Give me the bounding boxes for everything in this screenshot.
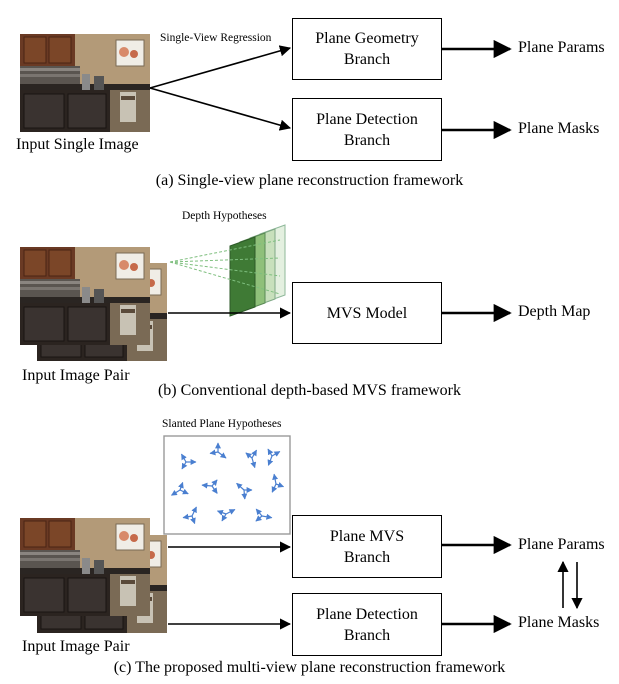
caption-b: (b) Conventional depth-based MVS framewo… [157,382,462,399]
slanted-plane-tripod [255,508,273,522]
plane-geometry-branch-box: Plane Geometry Branch [292,18,442,80]
slanted-plane-tripod [182,506,197,525]
depth-hypotheses-planes [169,224,286,317]
plane-detection-branch-box-c: Plane Detection Branch [292,593,442,656]
slanted-plane-tripod [236,482,253,500]
plane-masks-output-c: Plane Masks [518,614,600,631]
input-single-image-label: Input Single Image [16,136,139,153]
plane-mvs-branch-box: Plane MVS Branch [292,515,442,578]
input-image-front-c [20,518,150,616]
plane-detection-branch-box-a: Plane Detection Branch [292,98,442,161]
input-single-image [20,34,150,132]
plane-params-output-c: Plane Params [518,536,605,553]
slanted-plane-tripod [170,481,189,496]
depth-map-output: Depth Map [518,303,591,320]
slanted-plane-tripod [267,448,281,466]
slanted-plane-tripod [245,449,258,469]
arrow-image-to-detection [149,87,292,131]
input-image-pair-label-b: Input Image Pair [22,367,130,384]
caption-a: (a) Single-view plane reconstruction fra… [155,172,464,189]
mvs-model-box: MVS Model [292,282,442,344]
plane-params-output-a: Plane Params [518,39,605,56]
plane-masks-output-a: Plane Masks [518,120,600,137]
single-view-regression-label: Single-View Regression [160,32,272,44]
depth-hypotheses-label: Depth Hypotheses [182,210,267,222]
slanted-plane-tripod [271,473,285,493]
slanted-plane-tripod [216,508,236,522]
slanted-plane-tripod [180,453,197,470]
slanted-plane-tripod [201,479,218,494]
slanted-plane-tripods [170,442,285,525]
slanted-plane-tripod [209,442,227,459]
input-image-front-b [20,247,150,345]
arrow-regression-to-geometry [149,45,292,89]
slanted-plane-panel [163,435,291,535]
caption-c: (c) The proposed multi-view plane recons… [113,659,506,676]
slanted-plane-hypotheses-label: Slanted Plane Hypotheses [162,418,282,430]
input-image-pair-label-c: Input Image Pair [22,638,130,655]
